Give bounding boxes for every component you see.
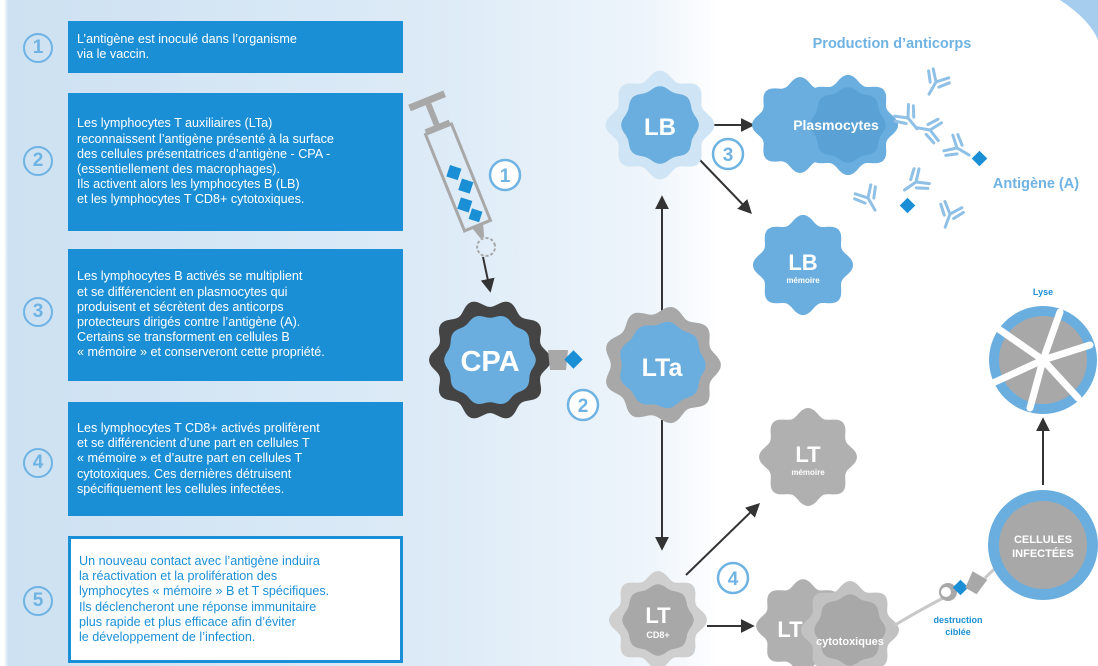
diagram-step-3-label: 3 bbox=[723, 145, 734, 166]
step-5-number: 5 bbox=[23, 586, 53, 616]
antibody-icon bbox=[939, 200, 965, 229]
antigen-marker bbox=[899, 197, 916, 214]
cell-outline bbox=[759, 407, 857, 507]
antigen-presentation-complex bbox=[548, 348, 602, 372]
plasmocytes-label: Plasmocytes bbox=[793, 117, 879, 133]
lt-cytotoxic-cells: LT cytotoxiques bbox=[756, 579, 899, 666]
lt-cd8-main-label: LT bbox=[645, 603, 671, 628]
destruction-label-line2: ciblée bbox=[945, 627, 971, 637]
cell-outline bbox=[810, 87, 886, 163]
lt-memory-cell: LT mémoire bbox=[759, 407, 857, 507]
step-4-text: Les lymphocytes T CD8+ activés prolifère… bbox=[77, 420, 320, 496]
step-3-text: Les lymphocytes B activés se multiplient… bbox=[77, 269, 325, 360]
antibody-icon bbox=[903, 167, 931, 192]
antibodies bbox=[853, 67, 971, 229]
cpa-label: CPA bbox=[460, 346, 519, 378]
diagram-step-4-label: 4 bbox=[728, 569, 739, 590]
lt-memory-sub-label: mémoire bbox=[791, 468, 825, 477]
antibody-icon bbox=[914, 117, 943, 145]
step-2-text: Les lymphocytes T auxiliaires (LTa) reco… bbox=[77, 116, 334, 207]
antigen-marker bbox=[971, 150, 988, 167]
cell-outline bbox=[621, 86, 699, 164]
cell-outline bbox=[622, 584, 694, 656]
step-1-box: L’antigène est inoculé dans l’organisme … bbox=[68, 21, 403, 73]
step-2-number: 2 bbox=[23, 146, 53, 176]
destruction-label-line1: destruction bbox=[933, 615, 982, 625]
step-1-number: 1 bbox=[23, 33, 53, 63]
diagram-step-1-label: 1 bbox=[500, 166, 511, 187]
step-4-number: 4 bbox=[23, 448, 53, 478]
infected-label-line1: CELLULES bbox=[1014, 534, 1072, 546]
lt-cd8-sub-label: CD8+ bbox=[646, 630, 669, 640]
arrow-lb-to-lb-memory bbox=[697, 157, 752, 215]
lb-memory-cell: LB mémoire bbox=[752, 214, 854, 316]
lyse-label: Lyse bbox=[1033, 287, 1053, 297]
lta-label: LTa bbox=[642, 354, 684, 382]
cell-outline bbox=[620, 321, 706, 409]
plasmocytes-cells: Plasmocytes bbox=[752, 74, 899, 176]
diagram-step-2-label: 2 bbox=[578, 396, 589, 417]
diagram-step-3-marker: 3 bbox=[711, 137, 745, 171]
antibody-icon bbox=[927, 67, 951, 96]
arrow-ltcd8-to-lt-memory bbox=[685, 503, 761, 576]
lt-cd8-cell: LT CD8+ bbox=[609, 571, 707, 666]
infected-cell: CELLULES INFECTÉES bbox=[988, 490, 1098, 600]
production-label: Production d’anticorps bbox=[813, 36, 972, 52]
corner-arc-decoration bbox=[1060, 0, 1098, 40]
lb-memory-sub-label: mémoire bbox=[786, 276, 820, 285]
connector-arrows bbox=[480, 118, 1050, 633]
cell-outline bbox=[752, 214, 854, 316]
lt-cyto-main-label: LT bbox=[777, 617, 803, 642]
lta-cell: LTa bbox=[606, 306, 721, 424]
diagram-step-4-marker: 4 bbox=[716, 561, 750, 595]
syringe-icon bbox=[408, 90, 497, 257]
antibody-icon bbox=[853, 183, 877, 212]
cell-outline bbox=[444, 316, 536, 404]
step-2-box: Les lymphocytes T auxiliaires (LTa) reco… bbox=[68, 93, 403, 231]
infected-label-line2: INFECTÉES bbox=[1012, 547, 1074, 560]
step-3-box: Les lymphocytes B activés se multiplient… bbox=[68, 249, 403, 381]
antigens bbox=[899, 150, 988, 214]
cpa-cell: CPA bbox=[429, 301, 551, 419]
antibody-icon bbox=[893, 103, 919, 131]
diagram-step-1-marker: 1 bbox=[488, 158, 522, 192]
arrow-syringe-to-cpa bbox=[480, 256, 495, 293]
step-1-text: L’antigène est inoculé dans l’organisme … bbox=[77, 31, 297, 61]
lt-cyto-sub-label: cytotoxiques bbox=[816, 636, 884, 648]
lb-label: LB bbox=[644, 114, 676, 141]
antigen-label: Antigène (A) bbox=[993, 176, 1079, 192]
step-3-number: 3 bbox=[23, 297, 53, 327]
cell-outline bbox=[814, 594, 886, 666]
step-5-text: Un nouveau contact avec l’antigène indui… bbox=[79, 553, 330, 644]
lysed-cell: Lyse bbox=[989, 287, 1097, 414]
lb-memory-main-label: LB bbox=[788, 250, 817, 275]
diagram-step-2-marker: 2 bbox=[566, 388, 600, 422]
step-5-box: Un nouveau contact avec l’antigène indui… bbox=[68, 536, 403, 663]
lt-memory-main-label: LT bbox=[795, 442, 821, 467]
step-4-box: Les lymphocytes T CD8+ activés prolifère… bbox=[68, 402, 403, 516]
lb-cell: LB bbox=[605, 70, 715, 180]
antibody-icon bbox=[942, 133, 971, 157]
